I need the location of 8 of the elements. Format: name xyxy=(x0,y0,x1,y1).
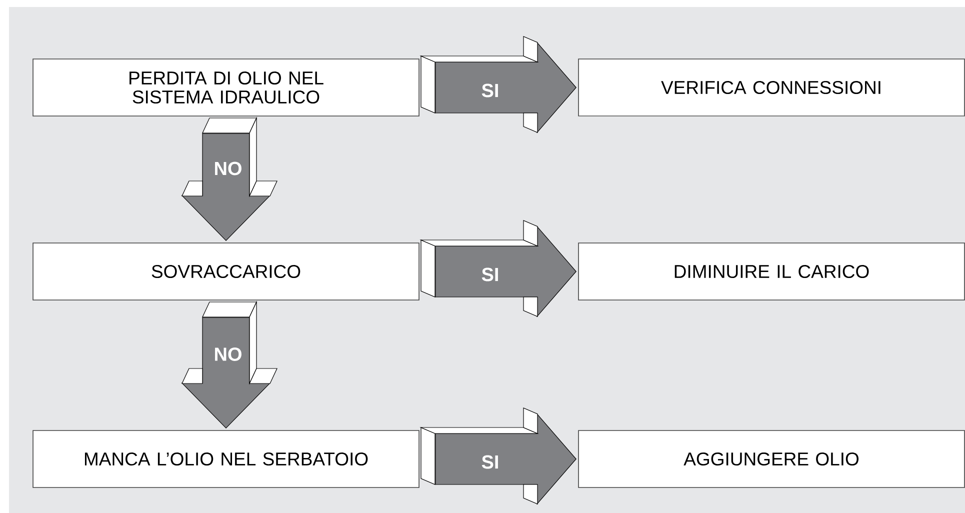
process-box: AGGIUNGERE OLIO xyxy=(578,430,965,488)
edge-label: SI xyxy=(482,268,498,282)
process-box: DIMINUIRE IL CARICO xyxy=(578,242,965,300)
process-box: VERIFICA CONNESSIONI xyxy=(578,58,965,116)
edge-label: SI xyxy=(482,84,498,98)
edge-label: SI xyxy=(482,455,498,469)
edge-label: NO xyxy=(215,162,242,176)
edge-label: NO xyxy=(215,348,242,361)
